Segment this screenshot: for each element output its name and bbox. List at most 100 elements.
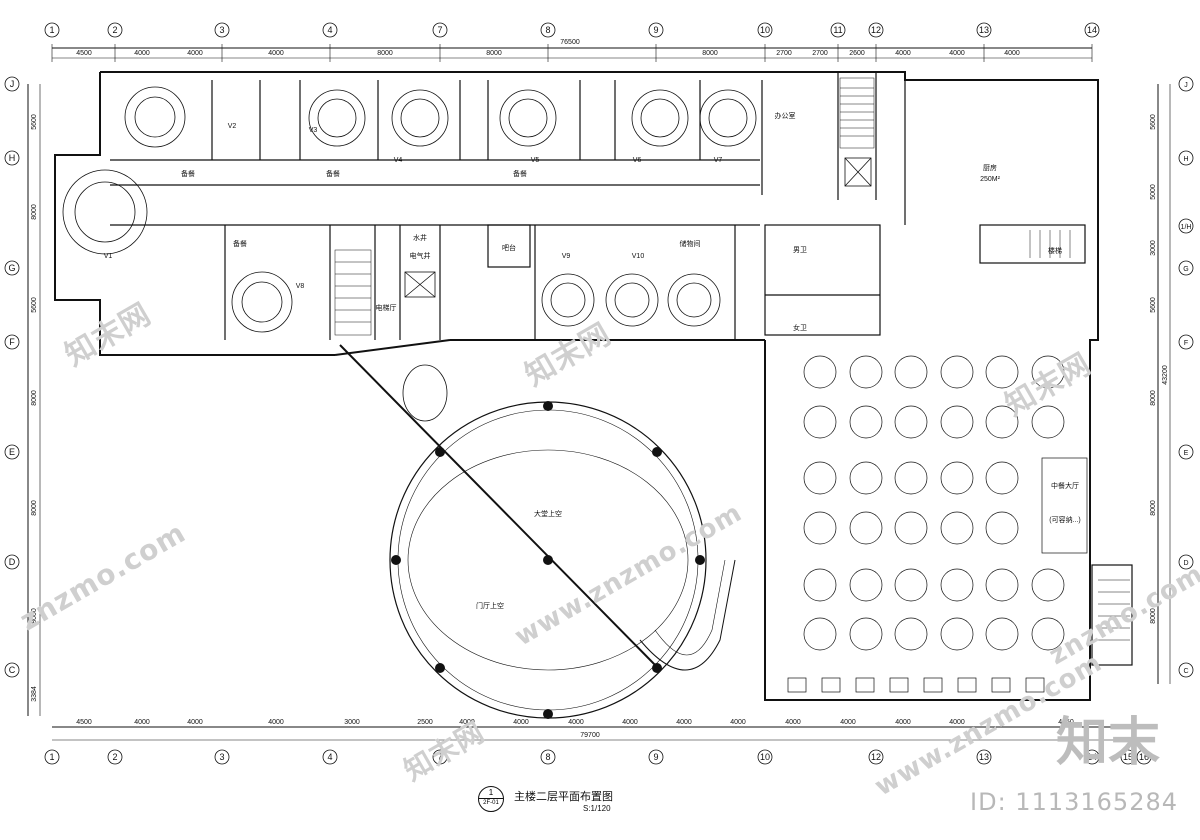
axis-right-label: F [1184,340,1188,347]
axis-right-label: C [1183,668,1188,675]
room-label-service: 备餐 [326,169,340,178]
room-label-store: 储物间 [680,239,701,248]
booth-tables [787,677,1045,693]
axis-left-label: G [8,263,15,273]
room-label-office: 办公室 [775,111,796,120]
bottom-dim: 4000 [622,719,638,726]
bottom-dim-values: 79700 4500 4000 4000 4000 3000 2500 4000… [76,719,1074,739]
building-outline [54,71,1099,701]
bottom-dim: 4000 [513,719,529,726]
axis-right-label: H [1183,156,1188,163]
axis-top-label: 13 [979,25,989,35]
room-label-kitchen-area: 250M² [980,176,1001,183]
sheet-number: 1 [488,788,494,797]
axis-bottom-label: 15 [1123,752,1133,762]
right-dim-values: 5600 5000 3000 5600 8000 8000 8000 43200 [1150,114,1169,624]
room-label-stair: 楼梯 [1048,246,1062,255]
bottom-dim: 4000 [840,719,856,726]
axis-right-label: G [1183,266,1188,273]
bottom-dim: 4000 [568,719,584,726]
bottom-dim: 4050 [1058,719,1074,726]
left-axis-labels: J H G F E D C [8,79,15,675]
top-dim: 2700 [776,50,792,57]
brand-logo: 知末 [1055,713,1160,773]
axis-bottom-label: 8 [545,752,550,762]
axis-left-label: J [10,79,15,89]
room-label-atrium: 大堂上空 [534,509,562,518]
room-label-v4: V4 [394,157,403,164]
axis-top-label: 9 [653,25,658,35]
axis-left-label: C [9,665,16,675]
bottom-dim: 4500 [76,719,92,726]
axis-bottom-label: 14 [1087,752,1097,762]
room-label-v7: V7 [714,157,723,164]
room-label-service: 备餐 [181,169,195,178]
bottom-dim: 4000 [785,719,801,726]
left-dim-values: 5600 8000 5600 8000 8000 8000 3384 [31,114,38,702]
right-dim: 8000 [1150,500,1157,516]
room-label-electric: 电气井 [410,251,431,260]
right-dim: 3000 [1150,240,1157,256]
elevators [404,157,872,298]
axis-bottom-label: 16 [1139,752,1149,762]
top-axis-labels: 1 2 3 4 7 8 9 10 11 12 13 14 [49,25,1097,35]
room-label-banquet-sub: (可容纳...) [1049,515,1081,524]
top-total-dim: 76500 [560,39,580,46]
room-label-v6: V6 [633,157,642,164]
top-dim: 4000 [187,50,203,57]
right-dim: 8000 [1150,608,1157,624]
bottom-dim: 4000 [268,719,284,726]
axis-bottom-label: 10 [760,752,770,762]
room-label-mens-wc: 男卫 [793,246,807,254]
axis-bottom-label: 7 [437,752,442,762]
axis-right-label: J [1184,82,1188,89]
axis-left-label: F [9,337,15,347]
left-dim: 8000 [31,390,38,406]
bottom-dim: 4000 [676,719,692,726]
top-dim: 4000 [268,50,284,57]
bottom-total-dim: 79700 [580,732,600,739]
axis-bottom-label: 13 [979,752,989,762]
room-label-v5: V5 [531,157,540,164]
room-labels: V1 V2 V3 V4 V5 V6 V7 V8 V9 V10 办公室 厨房 25… [104,111,1081,610]
top-dim: 4000 [134,50,150,57]
top-axis-bubbles [44,22,1100,38]
right-dim: 5000 [1150,184,1157,200]
axis-top-label: 2 [112,25,117,35]
stair-hatch [334,77,1130,641]
right-dim: 5600 [1150,114,1157,130]
axis-right-label: E [1184,450,1189,457]
room-label-v8: V8 [296,283,305,290]
right-axis-labels: J H 1/H G F E D C [1181,82,1192,675]
bottom-dim: 4000 [187,719,203,726]
room-label-v3: V3 [309,127,318,134]
right-axis-bubbles [1178,76,1194,678]
room-label-v1: V1 [104,253,113,260]
axis-top-label: 12 [871,25,881,35]
top-dim: 4000 [895,50,911,57]
right-dim: 5600 [1150,297,1157,313]
bottom-dim: 4000 [459,719,475,726]
left-dim: 8000 [31,204,38,220]
axis-bottom-label: 9 [653,752,658,762]
axis-top-label: 14 [1087,25,1097,35]
room-label-womens-wc: 女卫 [793,323,807,332]
room-label-atrium-lower: 门厅上空 [476,601,504,610]
banquet-tables [803,355,1088,651]
bottom-axis-bubbles [44,749,1152,765]
axis-left-label: D [9,557,16,567]
axis-top-label: 11 [833,25,842,35]
atrium-columns [391,401,705,719]
drawing-title: 主楼二层平面布置图 [514,790,613,803]
axis-top-label: 8 [545,25,550,35]
axis-bottom-label: 4 [327,752,332,762]
axis-bottom-label: 3 [219,752,224,762]
axis-top-label: 3 [219,25,224,35]
left-dim: 8000 [31,500,38,516]
top-dim: 8000 [377,50,393,57]
left-dim: 3384 [31,686,38,702]
vip-tables [62,86,757,333]
right-total-dim: 43200 [1162,365,1169,385]
axis-right-label: 1/H [1181,224,1192,231]
